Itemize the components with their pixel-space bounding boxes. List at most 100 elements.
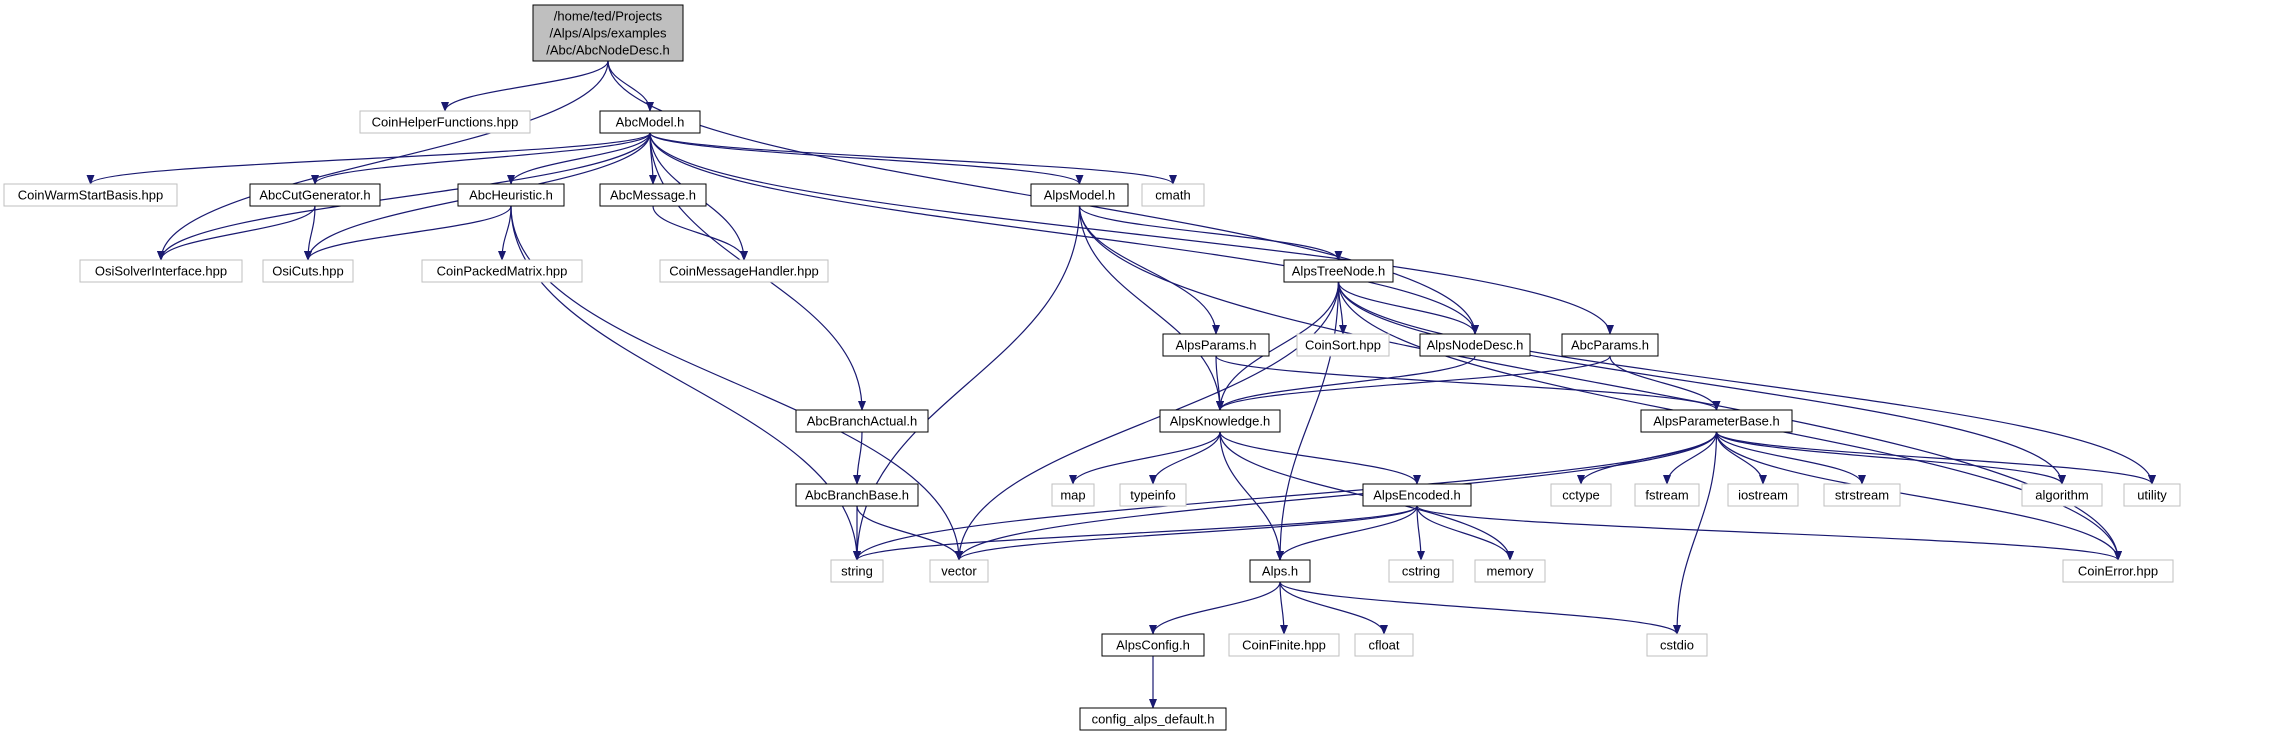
node-alpsnodedesc-h[interactable]: AlpsNodeDesc.h [1419,333,1531,357]
node-label: cstring [1402,564,1440,579]
edge-alpsencoded-to-coinerror [1416,505,2122,561]
node-box [359,110,531,134]
node-box [1419,333,1531,357]
node-cmath: cmath [1141,183,1205,207]
edge-alpsh-to-alpsconfig [1149,581,1281,635]
edge-alpsencoded-to-string [853,505,1418,561]
node-box [795,483,919,507]
node-iostream: iostream [1727,483,1799,507]
node-alpsmodel-h[interactable]: AlpsModel.h [1030,183,1129,207]
edge-root-to-coinhelper [441,60,609,112]
node-abcheuristic-h[interactable]: AbcHeuristic.h [457,183,565,207]
node-alpsencoded-h[interactable]: AlpsEncoded.h [1362,483,1472,507]
node-label: cstdio [1660,638,1694,653]
node-box [1474,559,1546,583]
node-box [2062,559,2174,583]
edge-alpsh-to-coinfinite [1279,581,1288,635]
node-box [2123,483,2181,507]
node-label: Alps.h [1262,564,1298,579]
node-box [2021,483,2103,507]
edge-alpsparambase-to-coinerror [1715,431,2122,561]
edge-abcmodel-to-abcheur [507,132,651,185]
edge-alpsknowledge-to-alpsencoded [1219,431,1421,485]
node-abcmessage-h[interactable]: AbcMessage.h [599,183,707,207]
edge-abcmodel-to-osisolver [157,132,651,261]
node-cfloat: cfloat [1354,633,1414,657]
node-label: AbcParams.h [1571,338,1649,353]
node-box [421,259,583,283]
node-home-ted-projects-alps-alps-examples-abc-abcnodedesc-h[interactable]: /home/ted/Projects/Alps/Alps/examples/Ab… [532,4,684,62]
node-label: cmath [1155,188,1190,203]
node-label: CoinPackedMatrix.hpp [437,264,568,279]
node-box [1550,483,1612,507]
node-coinmessagehandler-hpp: CoinMessageHandler.hpp [659,259,829,283]
edge-abcmodel-to-abcparams [649,132,1614,335]
node-box [1283,259,1394,283]
node-box [1646,633,1708,657]
node-cctype: cctype [1550,483,1612,507]
node-alps-h[interactable]: Alps.h [1249,559,1311,583]
edge-abcmodel-to-coinwarm [86,132,651,185]
node-label: /home/ted/Projects [554,9,663,24]
edge-alpsnodedesc-to-alpsknowledge [1216,355,1476,411]
edge-alpstreenode-to-alpsnodedesc [1337,281,1479,335]
node-alpsconfig-h[interactable]: AlpsConfig.h [1101,633,1205,657]
node-box [1823,483,1901,507]
node-vector: vector [929,559,989,583]
node-map: map [1051,483,1095,507]
node-label: vector [941,564,977,579]
edge-alpsparambase-to-algorithm [1715,431,2066,485]
node-abcbranchactual-h[interactable]: AbcBranchActual.h [795,409,929,433]
node-strstream: strstream [1823,483,1901,507]
node-alpsknowledge-h[interactable]: AlpsKnowledge.h [1159,409,1281,433]
node-label: config_alps_default.h [1092,712,1215,727]
edge-alpsparams-to-alpsparambase [1215,355,1721,411]
edge-alpstreenode-to-alpsknowledge [1216,281,1340,411]
node-box [1101,633,1205,657]
node-label: CoinFinite.hpp [1242,638,1326,653]
edge-alpsparambase-to-vector [955,431,1718,561]
node-utility: utility [2123,483,2181,507]
node-alpstreenode-h[interactable]: AlpsTreeNode.h [1283,259,1394,283]
edge-alpsparambase-to-string [853,431,1718,561]
node-label: fstream [1645,488,1688,503]
node-label: AlpsModel.h [1044,188,1116,203]
node-label: /Alps/Alps/examples [549,26,667,41]
node-label: memory [1487,564,1534,579]
node-osicuts-hpp: OsiCuts.hpp [262,259,354,283]
edge-abcbranchactual-to-abcbranchbase [853,431,863,485]
node-alpsparameterbase-h[interactable]: AlpsParameterBase.h [1640,409,1793,433]
edge-abcparams-to-alpsknowledge [1216,355,1611,411]
node-osisolverinterface-hpp: OsiSolverInterface.hpp [79,259,243,283]
node-box [1640,409,1793,433]
node-abcparams-h[interactable]: AbcParams.h [1561,333,1659,357]
edge-alpsencoded-to-alpsh [1276,505,1418,561]
node-box [3,183,178,207]
node-abccutgenerator-h[interactable]: AbcCutGenerator.h [249,183,381,207]
node-box [532,4,684,62]
node-label: CoinError.hpp [2078,564,2158,579]
node-coinpackedmatrix-hpp: CoinPackedMatrix.hpp [421,259,583,283]
node-abcmodel-h[interactable]: AbcModel.h [599,110,701,134]
node-alpsparams-h[interactable]: AlpsParams.h [1162,333,1270,357]
node-config-alps-default-h[interactable]: config_alps_default.h [1079,707,1227,731]
node-cstring: cstring [1388,559,1454,583]
node-box [1030,183,1129,207]
node-box [1162,333,1270,357]
dependency-edges [86,60,2156,709]
node-algorithm: algorithm [2021,483,2103,507]
node-box [1727,483,1799,507]
edge-alpstreenode-to-algorithm [1337,281,2066,485]
node-box [249,183,381,207]
node-fstream: fstream [1634,483,1700,507]
edge-alpsparambase-to-fstream [1663,431,1718,485]
edge-abcmodel-to-abccutgen [311,132,651,185]
node-label: AbcBranchActual.h [807,414,918,429]
node-abcbranchbase-h[interactable]: AbcBranchBase.h [795,483,919,507]
node-string: string [830,559,884,583]
edge-abcheur-to-vector [510,205,963,561]
node-label: AlpsEncoded.h [1373,488,1460,503]
node-label: AlpsKnowledge.h [1170,414,1270,429]
edge-alpsknowledge-to-alpsh [1219,431,1284,561]
node-label: AlpsNodeDesc.h [1427,338,1524,353]
